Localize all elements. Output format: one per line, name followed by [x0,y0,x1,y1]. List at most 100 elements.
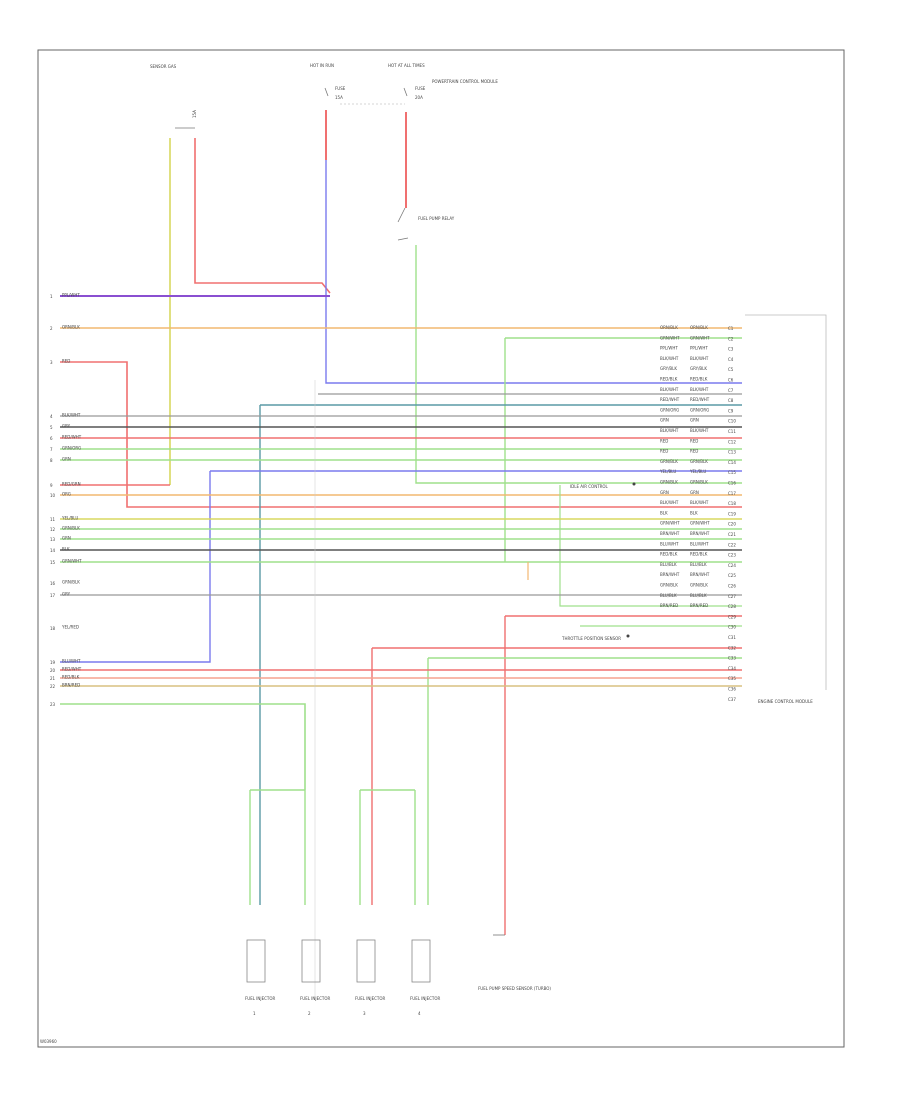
left-pin-number: 21 [50,676,56,681]
right-wire-label-a: GRN/BLK [660,583,678,588]
right-pin-number: C14 [728,460,736,465]
left-wire-label: GRN [62,536,71,541]
fuse-b-label: HOT AT ALL TIMES [388,63,425,68]
right-pin-number: C30 [728,625,736,630]
top-component-fuse-a: HOT IN RUN FUSE 15A [310,63,346,100]
wire-injector-pair-a [249,789,306,905]
injector-number: 3 [363,1011,366,1016]
right-pin-number: C18 [728,501,736,506]
relay-contact [397,207,406,223]
right-wire-label-b: BRN/RED [690,603,708,608]
throttle-marker [626,634,630,638]
right-pin-number: C5 [728,367,734,372]
right-pin-number: C15 [728,470,736,475]
right-wire-label-a: BLU/BLK [660,562,677,567]
left-wire-label: BRN/RED [62,683,80,688]
iac-marker [632,482,636,486]
left-wire-label: GRY [62,592,71,597]
right-pin-number: C19 [728,511,736,516]
left-wire-labels: PPL/WHTORN/BLKREDBLK/WHTGRYRED/WHTGRN/OR… [61,293,82,688]
left-wire-label: PPL/WHT [62,293,80,298]
right-pin-number: C33 [728,656,736,661]
right-wire-label-b: RED [690,449,698,454]
injector-number: 2 [308,1011,311,1016]
left-wire-label: RED/WHT [62,435,82,440]
left-wire-label: ORN/BLK [62,325,80,330]
fuse-c-note: POWERTRAIN CONTROL MODULE [432,79,498,84]
right-wire-label-b: GRN/WHT [690,335,710,340]
right-wire-label-b: GRN/ORG [690,407,709,412]
right-wire-label-a: PPL/WHT [660,346,678,351]
sensor-top-label: SENSOR GAS [150,64,177,69]
left-wire-label: GRY [62,424,71,429]
right-wire-label-b: GRN/BLK [690,583,708,588]
right-wire-label-b: BLK [690,510,698,515]
right-wire-label-a: ORN/BLK [660,325,678,330]
left-pin-number: 8 [50,458,53,463]
right-pin-number: C36 [728,687,736,692]
right-wire-label-a: RED [660,438,668,443]
fuse-b-pin-2: 20A [415,95,423,100]
left-pin-number: 15 [50,560,56,565]
left-wire-label: RED [62,359,70,364]
injector-body [411,939,431,983]
left-wire-label: GRN/BLK [62,526,80,531]
right-wire-label-a: RED/BLK [660,552,678,557]
right-pin-number: C12 [728,439,736,444]
injector-body [301,939,321,983]
left-pin-number: 20 [50,668,56,673]
right-pin-number: C25 [728,573,736,578]
right-pin-number: C7 [728,388,734,393]
right-wire-label-a: RED [660,449,668,454]
top-component-fuse-b: HOT AT ALL TIMES FUSE 20A POWERTRAIN CON… [388,63,498,100]
right-pin-number: C11 [728,429,736,434]
left-pin-number: 19 [50,660,56,665]
wire-green-iac [559,485,742,607]
right-pin-number: C37 [728,697,736,702]
right-pin-number: C28 [728,604,736,609]
right-wire-label-a: GRN/BLK [660,480,678,485]
wire-blue-drop [60,471,211,663]
right-wire-label-a: GRN/WHT [660,335,680,340]
left-pin-number: 13 [50,537,56,542]
wire-injector-pair-b [359,789,416,905]
injector-number: 4 [418,1011,421,1016]
right-wire-label-b: GRY/BLK [690,366,707,371]
right-wire-label-b: GRN/BLK [690,480,708,485]
right-pin-number: C20 [728,522,736,527]
fuse-a-switch [324,87,329,97]
right-wire-label-b: PPL/WHT [690,346,708,351]
right-pin-column: C1C2C3C4C5C6C7C8C9C10C11C12C13C14C15C16C… [728,326,736,702]
right-pin-number: C31 [728,635,736,640]
diagram-border [37,49,845,1048]
right-wire-label-a: GRY/BLK [660,366,677,371]
left-wire-label: BLK [62,547,70,552]
ecm-label: ENGINE CONTROL MODULE [758,699,813,704]
right-wire-label-b: BRN/WHT [690,572,710,577]
left-pin-number: 11 [50,517,56,522]
right-wire-label-b: YEL/BLU [689,469,706,474]
left-wire-label: YEL/BLU [61,516,78,521]
right-pin-number: C26 [728,584,736,589]
left-wire-label: GRN [62,457,71,462]
right-wire-label-a: GRN/WHT [660,521,680,526]
left-pin-number: 14 [50,548,56,553]
right-pin-number: C13 [728,450,736,455]
left-wire-label: GRN/WHT [62,559,82,564]
right-wire-label-a: BLK/WHT [660,387,679,392]
right-wire-label-b: BLK/WHT [690,500,709,505]
wire-green-relay [415,245,742,484]
right-pin-number: C21 [728,532,736,537]
wire-blue-c4 [325,110,742,384]
right-pin-number: C27 [728,594,736,599]
wire-red-row3 [60,361,742,508]
left-pin-number: 10 [50,493,56,498]
injector-label: FUEL INJECTOR [245,996,276,1001]
left-wire-label: ORG [62,492,71,497]
